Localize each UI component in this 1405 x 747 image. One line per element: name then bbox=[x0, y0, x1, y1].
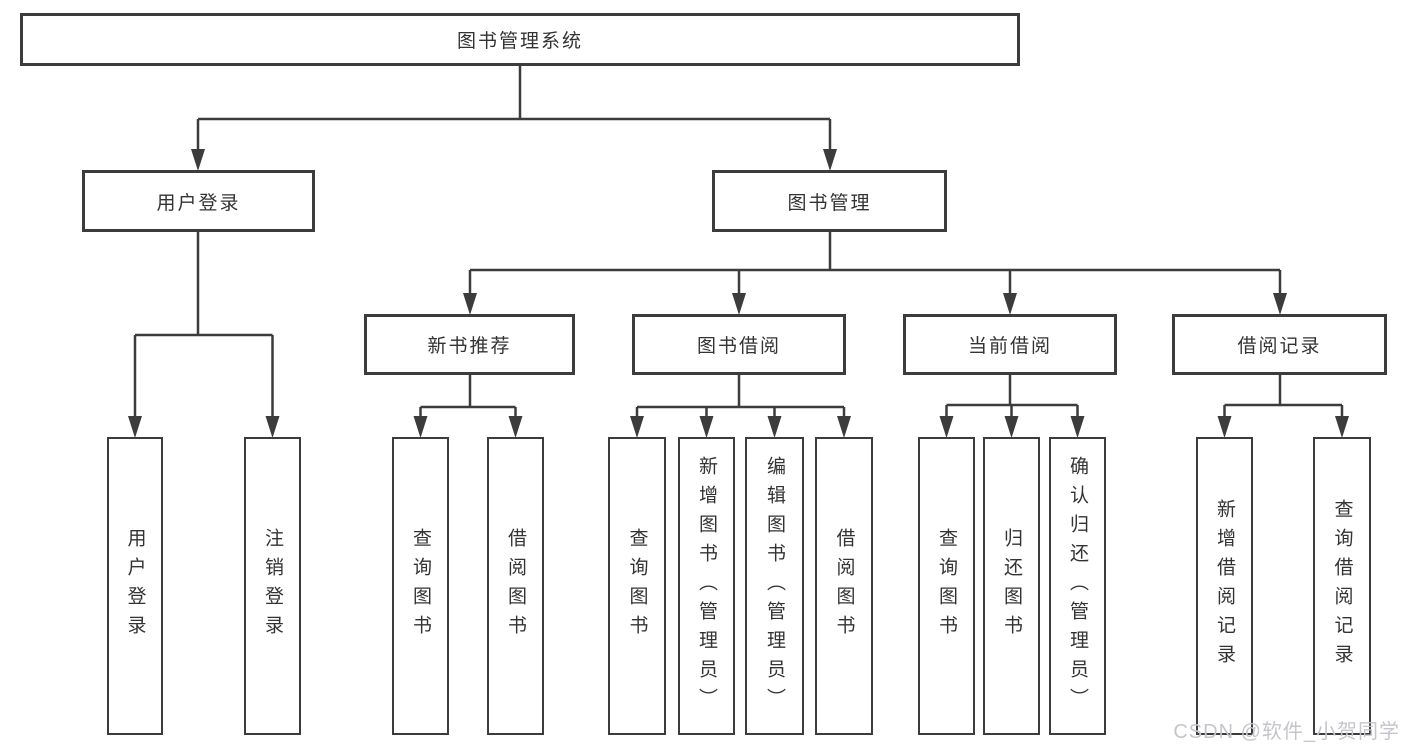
node-label: 查询借阅记录 bbox=[1331, 499, 1353, 673]
leaf-borrow-books-recommend: 借阅图书 bbox=[487, 437, 544, 735]
node-user-login: 用户登录 bbox=[82, 170, 315, 232]
node-label: 借阅图书 bbox=[505, 528, 526, 644]
node-label: 图书管理 bbox=[787, 192, 872, 214]
node-label: 用户登录 bbox=[124, 528, 146, 644]
node-label: 当前借阅 bbox=[967, 336, 1052, 357]
leaf-add-book-admin: 新增图书（管理员） bbox=[678, 437, 735, 735]
node-label: 借阅图书 bbox=[833, 528, 855, 644]
csdn-watermark: CSDN @软件_小贺同学 bbox=[1173, 721, 1400, 743]
node-borrowing-records: 借阅记录 bbox=[1172, 314, 1387, 375]
node-book-borrowing: 图书借阅 bbox=[632, 314, 846, 375]
leaf-logout: 注销登录 bbox=[244, 437, 301, 735]
node-label: 归还图书 bbox=[1001, 528, 1022, 644]
leaf-return-books: 归还图书 bbox=[983, 437, 1040, 735]
connector-line-path bbox=[133, 66, 1344, 420]
leaf-query-books-borrowing: 查询图书 bbox=[608, 437, 666, 735]
node-label: 确认归还（管理员） bbox=[1067, 455, 1088, 717]
leaf-edit-book-admin: 编辑图书（管理员） bbox=[745, 437, 804, 735]
node-label: 新增图书（管理员） bbox=[696, 455, 717, 717]
leaf-query-books-recommend: 查询图书 bbox=[392, 437, 449, 735]
node-label: 新书推荐 bbox=[427, 336, 512, 357]
leaf-user-login: 用户登录 bbox=[107, 437, 163, 735]
node-label: 查询图书 bbox=[410, 528, 431, 644]
node-label: 图书借阅 bbox=[696, 336, 781, 357]
node-label: 用户登录 bbox=[156, 192, 241, 214]
leaf-borrow-books-borrowing: 借阅图书 bbox=[815, 437, 873, 735]
node-book-management: 图书管理 bbox=[712, 170, 947, 232]
connector-arrowheads bbox=[128, 149, 1349, 438]
node-current-borrowing: 当前借阅 bbox=[903, 314, 1117, 375]
leaf-query-borrow-record: 查询借阅记录 bbox=[1313, 437, 1371, 735]
leaf-add-borrow-record: 新增借阅记录 bbox=[1196, 437, 1253, 735]
node-label: 查询图书 bbox=[936, 528, 957, 644]
node-label: 注销登录 bbox=[262, 528, 283, 644]
node-root-system: 图书管理系统 bbox=[20, 13, 1020, 66]
node-label: 借阅记录 bbox=[1237, 336, 1322, 357]
node-label: 查询图书 bbox=[626, 528, 648, 644]
leaf-query-books-current: 查询图书 bbox=[918, 437, 975, 735]
node-label: 新增借阅记录 bbox=[1214, 499, 1235, 673]
node-label: 图书管理系统 bbox=[456, 31, 583, 52]
node-label: 编辑图书（管理员） bbox=[764, 455, 785, 717]
node-new-book-recommend: 新书推荐 bbox=[364, 314, 575, 375]
leaf-confirm-return-admin: 确认归还（管理员） bbox=[1049, 437, 1106, 735]
